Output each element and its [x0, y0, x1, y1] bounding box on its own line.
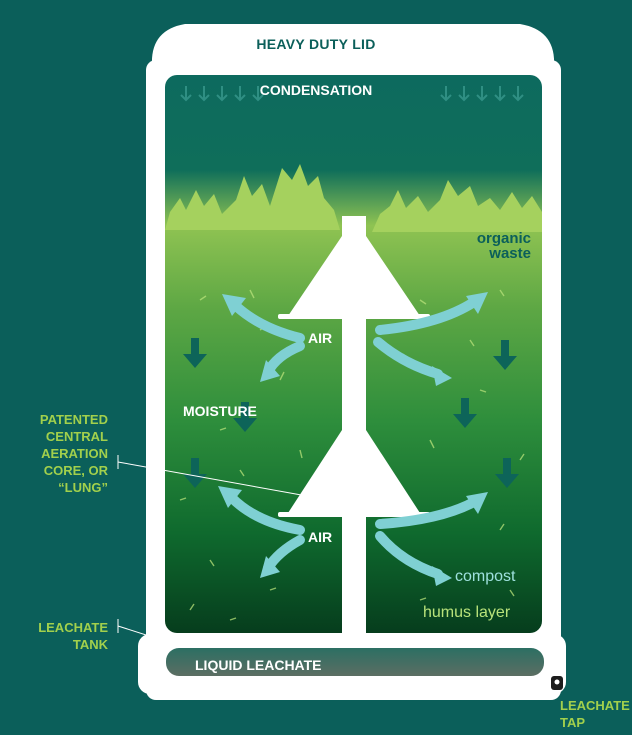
aeration-core-line-3: AERATION	[41, 446, 108, 461]
moisture-label: MOISTURE	[183, 403, 257, 419]
aeration-core-line-5: “LUNG”	[58, 480, 108, 495]
callout-lines	[117, 455, 319, 643]
condensation-arrows	[180, 86, 524, 102]
compost-label: compost	[455, 568, 516, 585]
aeration-core	[278, 216, 430, 636]
leachate-tank-line-2: TANK	[72, 637, 108, 652]
air-arrowheads	[218, 292, 488, 586]
leachate-tap-line-2: TAP	[560, 715, 586, 730]
organic-waste-line-2: waste	[489, 245, 531, 262]
liquid-leachate	[166, 648, 544, 676]
lid-label: HEAVY DUTY LID	[256, 36, 376, 52]
leachate-tap-line-1: LEACHATE	[560, 698, 630, 713]
leachate-tank-callout: LEACHATE TANK	[18, 619, 108, 653]
air-label-upper: AIR	[308, 330, 333, 346]
bin-side-notch-right	[561, 345, 567, 359]
aeration-core-line-1: PATENTED	[39, 412, 108, 427]
condensation-label: CONDENSATION	[259, 82, 373, 98]
aeration-core-line-2: CENTRAL	[45, 429, 108, 444]
air-label-lower: AIR	[308, 529, 333, 545]
liquid-leachate-label: LIQUID LEACHATE	[195, 657, 322, 673]
organic-waste-line-1: organic	[476, 230, 531, 247]
aeration-core-line-4: CORE, OR	[43, 463, 108, 478]
leachate-tap-knob	[554, 679, 560, 685]
heavy-duty-lid	[151, 24, 555, 66]
bin-side-notch-left	[140, 345, 146, 359]
organic-waste-foliage	[165, 164, 542, 232]
moisture-arrows	[183, 338, 519, 488]
aeration-core-callout: PATENTED CENTRAL AERATION CORE, OR “LUNG…	[18, 411, 108, 496]
leachate-tank-line-1: LEACHATE	[38, 620, 108, 635]
air-arrows	[227, 297, 479, 579]
leachate-tap-callout: LEACHATE TAP	[560, 697, 630, 731]
soil-speckles	[179, 289, 525, 621]
humus-layer-label: humus layer	[423, 604, 511, 621]
organic-waste-label: organic waste	[455, 231, 531, 261]
